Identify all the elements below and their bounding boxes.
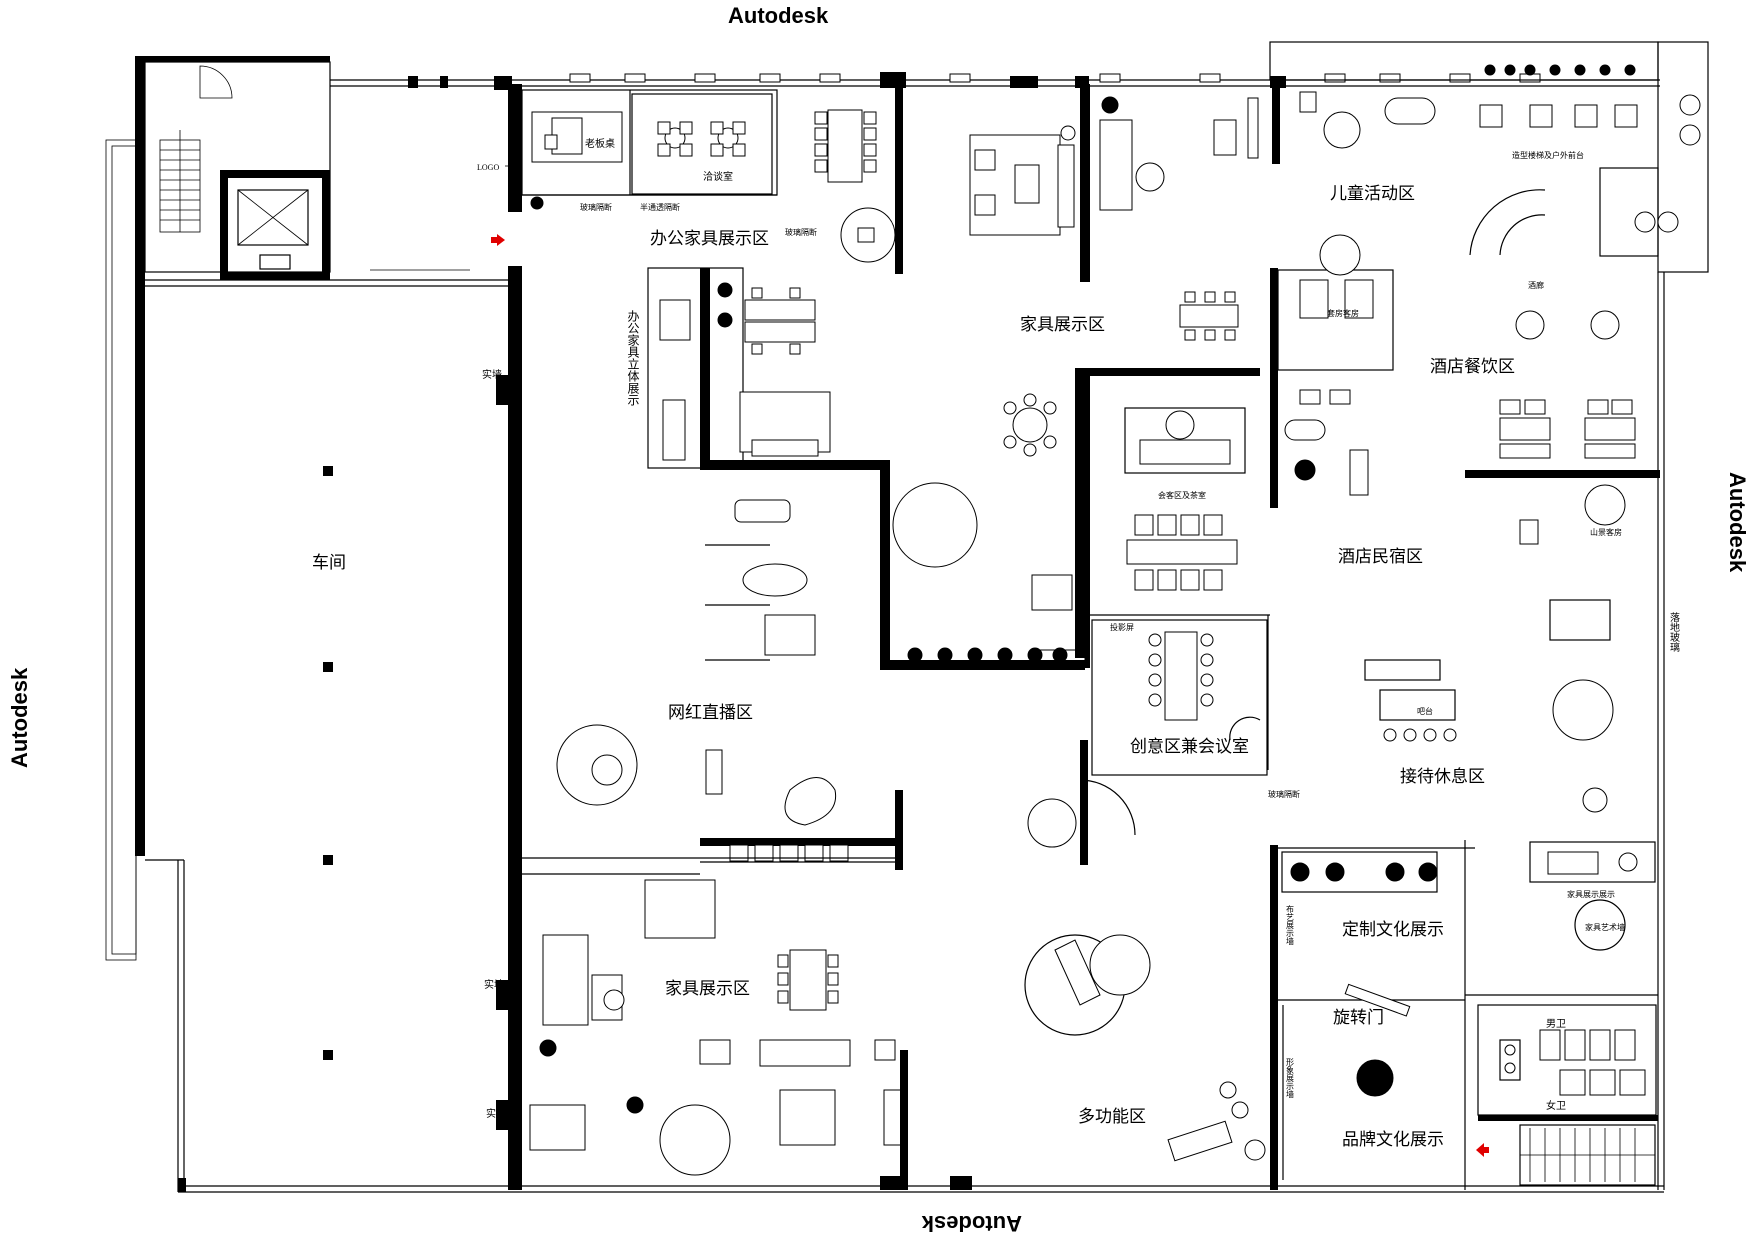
label-reception: 接待休息区 [1400, 767, 1485, 786]
entrance-arrow-right [1476, 1143, 1484, 1157]
living-display-top [969, 125, 1076, 236]
label-creative: 创意区兼会议室 [1130, 737, 1249, 756]
workshop-area [145, 269, 512, 1060]
label-revolving-door: 旋转门 [1333, 1008, 1384, 1027]
label-logo: LOGO [477, 163, 499, 172]
label-workshop: 车间 [312, 553, 346, 572]
label-hotel-bnb: 酒店民宿区 [1338, 547, 1423, 566]
label-glass-partition-2: 玻璃隔断 [785, 227, 817, 237]
label-furniture-display-top: 家具展示区 [1020, 315, 1105, 334]
reception-area [1364, 470, 1660, 813]
label-womens: 女卫 [1546, 1099, 1566, 1112]
label-suite: 套房客房 [1327, 308, 1359, 318]
hotel-dining-tables [1499, 310, 1636, 459]
hotel-bnb-rooms [1031, 368, 1260, 668]
office-3d-display [647, 267, 890, 670]
label-living-meeting: 会客区及茶室 [1158, 490, 1206, 500]
label-glass-partition-3: 玻璃隔断 [1268, 789, 1300, 799]
label-bar-top: 造型楼梯及户外前台 [1512, 150, 1584, 160]
label-multi: 多功能区 [1078, 1107, 1146, 1126]
planter-row-center [907, 647, 1068, 663]
label-glass-partition-1: 玻璃隔断 [580, 202, 612, 212]
label-mens: 男卫 [1546, 1018, 1566, 1030]
planter-row-top [1484, 64, 1636, 76]
label-hotel-dining: 酒店餐饮区 [1430, 357, 1515, 376]
round-dining-table [1003, 393, 1057, 457]
label-office-3d: 办公家具立体展示 [626, 309, 640, 406]
main-partition [496, 84, 522, 1190]
watermark-left: Autodesk [7, 667, 32, 768]
label-floor-glass: 落地玻璃 [1668, 612, 1680, 653]
dining-square-table [1179, 291, 1239, 341]
label-bar-counter: 吧台 [1417, 706, 1433, 716]
bar-top [1479, 94, 1701, 146]
entrance-arrow-left [497, 234, 505, 246]
label-solid-wall-3: 实墙 [486, 1107, 506, 1120]
label-cloth-display: 布艺展示墙 [1286, 904, 1295, 946]
label-solid-wall-1: 实墙 [482, 368, 502, 381]
creative-meeting [1091, 619, 1268, 776]
label-semi-transparent: 半通透隔断 [640, 202, 680, 212]
label-mountain-view: 山景客房 [1590, 527, 1622, 537]
culture-display [1270, 840, 1475, 1190]
label-image-display: 形象展示墙 [1286, 1058, 1295, 1099]
label-brand-culture: 品牌文化展示 [1342, 1130, 1444, 1149]
kids-area [1213, 91, 1436, 159]
furniture-exhibit-right [1465, 841, 1658, 996]
label-custom-culture: 定制文化展示 [1342, 920, 1444, 939]
label-furniture-exhibit: 家具展示展示 [1567, 889, 1615, 899]
furniture-display-bottom [522, 857, 908, 1190]
suite-room [1270, 234, 1394, 508]
office-meeting-table [814, 109, 877, 183]
watermark-right: Autodesk [1725, 472, 1750, 573]
label-furniture-art: 家具艺术墙 [1585, 922, 1625, 932]
label-kids-area: 儿童活动区 [1330, 184, 1415, 203]
label-bar-label: 酒廊 [1528, 280, 1544, 290]
label-negotiation: 洽谈室 [703, 170, 733, 183]
multi-function-area [1024, 779, 1266, 1162]
livestream-area [556, 499, 903, 870]
center-walls [880, 368, 1270, 865]
watermark-top: Autodesk [728, 3, 829, 28]
office-rooms [505, 89, 778, 210]
restrooms [1477, 1004, 1658, 1186]
stair-block [144, 61, 331, 280]
label-projection: 投影屏 [1110, 622, 1134, 632]
label-boss-desk: 老板桌 [585, 137, 615, 150]
label-livestream: 网红直播区 [668, 703, 753, 722]
watermark-bottom: Autodesk [921, 1211, 1022, 1236]
label-solid-wall-2: 实墙 [484, 978, 504, 991]
outer-walls [105, 41, 1709, 1193]
label-furniture-display-bottom: 家具展示区 [665, 979, 750, 998]
label-office-display: 办公家具展示区 [650, 229, 769, 248]
